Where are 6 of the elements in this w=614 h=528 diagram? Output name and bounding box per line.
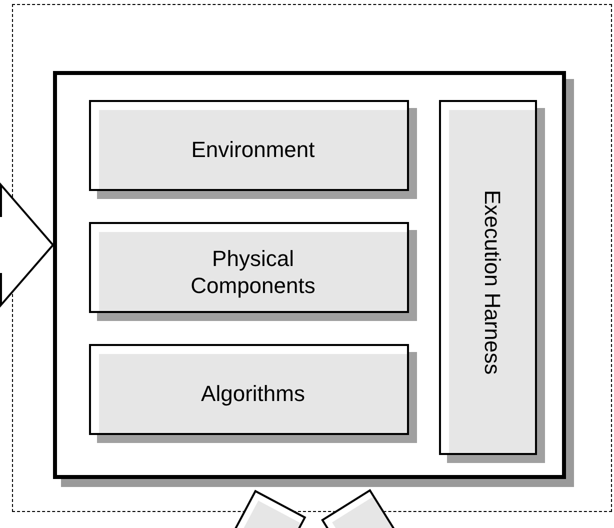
component-label: Environment [191,137,315,164]
component-label: Execution Harness [479,190,506,375]
component-label: Physical Components [190,246,316,299]
component-label: Algorithms [201,381,305,408]
block-arrow [0,182,54,308]
dashed-boundary [12,4,612,512]
